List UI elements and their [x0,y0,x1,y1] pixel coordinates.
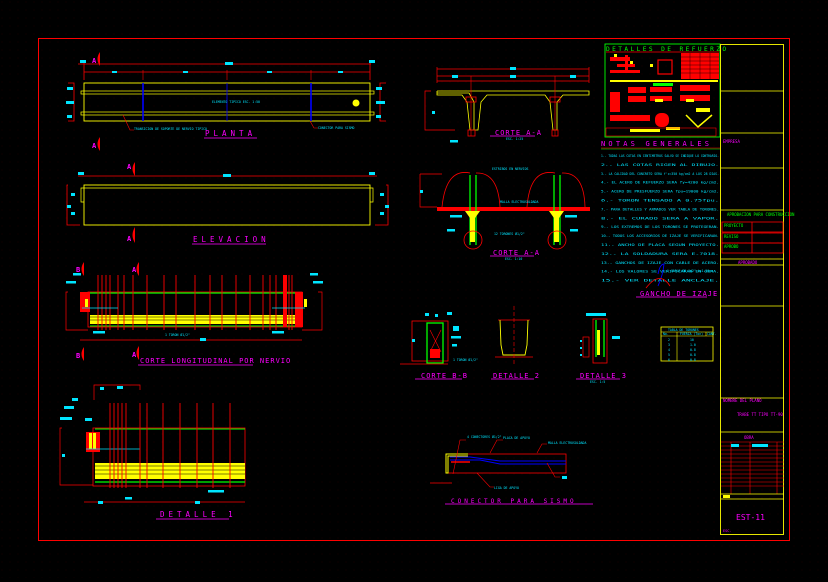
tendon-table-header: No. [663,332,669,336]
corte-long-note: 1 TORON Ø1/2" [165,332,190,337]
corte-a-a-scale: ESC. 1:25 [506,137,523,141]
elevacion-title: ELEVACION [193,235,270,244]
drawing-name: TRABE TT TIPO TT-90 [737,412,783,417]
project-label: OBRA [744,435,754,440]
corte-a-a-title: CORTE A-A [495,129,542,137]
table-cell: 0.8 [690,353,696,357]
view-detalle-2: DETALLE 2 [491,306,540,380]
table-cell: 2 [668,338,670,342]
notas-generales-title: NOTAS GENERALES [601,140,712,148]
planta-title: PLANTA [205,129,256,138]
view-detalle-3: DETALLE 3 ESC. 1:5 [576,313,627,384]
conector-sismo-title: CONECTOR PARA SISMO [451,498,577,505]
note-item: 6.- TORON TENSADO A 0.75fpu. [601,199,719,203]
approval-row: APROBO [724,244,739,249]
note-item: 5.- ACERO DE PRESFUERZO SERA fpu=19000 k… [601,190,719,194]
note-item: 4.- EL ACERO DE REFUERZO SERA fy=4200 kg… [601,181,719,185]
table-cell: 5 [668,353,670,357]
corte-b-b-title: CORTE B-B [421,372,468,380]
corte-longitudinal-title: CORTE LONGITUDINAL POR NERVIO [140,357,291,365]
drawing-name-label: NOMBRE DEL PLANO [723,398,762,403]
section-marker-a: A [92,57,97,65]
detalle-2-title: DETALLE 2 [493,372,540,380]
corte-a-a-callout-top: ESTRIBOS EN NERVIOS [492,167,529,171]
note-item: 13.- GANCHOS DE IZAJE CON CABLE DE ACERO… [601,261,719,265]
planta-note-center: ELEMENTO TIPICO ESC. 1:50 [212,100,260,104]
table-cell: 0.8 [690,358,696,362]
view-conector-sismo: 4 CONECTORES Ø1/2" PLACA DE APOYO MALLA … [430,434,593,505]
table-cell: 3 [668,343,670,347]
approval-row: PROYECTO [724,223,744,228]
corte-b-b-note: 1 TORON Ø1/2" [453,357,478,362]
note-item: 10.- TODOS LOS ACCESORIOS DE IZAJE SE VE… [601,234,719,238]
approval-row: REVISO [724,234,739,239]
title-block: EMPRESA APROBACION PARA CONSTRUCCION PRO… [720,44,795,535]
section-marker-a: A [127,163,132,171]
note-item: 9.- LOS EXTREMOS DE LOS TORONES SE PROTE… [601,225,719,229]
table-cell: 1.0 [690,343,696,347]
note-item: 14.- LOS VALORES SE VERIFICARAN EN OBRA. [601,270,719,274]
gancho-izaje-title: GANCHO DE IZAJE [640,290,718,298]
note-item: 1.- TODAS LAS COTAS EN CENTIMETROS SALVO… [601,154,719,158]
view-detalle-1: DETALLE 1 [59,384,246,520]
table-cell: 0.8 [690,348,696,352]
view-gancho-izaje: 1 CABLE DE 1/2" L=1.50 m GANCHO DE IZAJE [636,263,718,298]
conector-callout-1: 4 CONECTORES Ø1/2" [467,434,502,439]
tendon-table: TABLA DE TORONES No. FUERZA (Ton) CANT. … [660,326,717,362]
corte-a-a-title: CORTE A-A [493,249,540,257]
corte-a-a-mid-scale: ESC. 1:10 [505,257,522,261]
detalle-3-scale: ESC. 1:5 [590,380,605,384]
sheet-frame [38,38,790,541]
section-marker-b: B [76,352,80,360]
view-planta: TRANSICION DE SOPORTE DE NERVIO TIPICO E… [66,52,386,151]
table-cell: 6 [668,358,670,362]
corte-a-a-callout-bot: 12 TORONES Ø1/2" [494,231,525,236]
planta-note-right: CONECTOR PARA SISMO [318,126,355,130]
table-cell: 10 [690,338,694,342]
note-item: 2.- LAS COTAS RIGEN AL DIBUJO. [601,163,719,167]
gancho-note: 1 CABLE DE 1/2" L=1.50 m [667,269,713,273]
note-item: 12.- LA SOLDADURA SERA E-7018. [601,252,719,256]
detalle-1-title: DETALLE 1 [160,510,237,519]
view-corte-longitudinal: 1 TORON Ø1/2" B A B A CORTE LONGITUDINAL… [65,262,323,366]
conector-callout-3: MALLA ELECTROSOLDADA [548,441,586,445]
notas-generales: NOTAS GENERALES 1.- TODAS LAS COTAS EN C… [601,140,720,283]
section-marker-a: A [127,235,132,243]
view-corte-b-b: 1 TORON Ø1/2" CORTE B-B [400,312,478,380]
note-item: 3.- LA CALIDAD DEL CONCRETO SERA f'c=350… [601,172,719,176]
detalles-de-refuerzo: DETALLES DE REFUERZO [604,43,729,138]
section-marker-a: A [92,142,97,150]
conector-callout-2: PLACA DE APOYO [503,436,530,440]
tendon-table-header: FUERZA (Ton) [680,332,703,336]
view-corte-a-a-top: CORTE A-A ESC. 1:25 [424,67,590,143]
detalles-refuerzo-title: DETALLES DE REFUERZO [606,46,729,53]
corte-a-a-callout-mid: MALLA ELECTROSOLDADA [500,200,538,204]
section-marker-a: A [132,351,137,359]
view-corte-a-a-mid: ESTRIBOS EN NERVIOS MALLA ELECTROSOLDADA… [419,167,590,261]
note-item: 8.- EL CURADO SERA A VAPOR. [601,216,719,220]
planta-note-left: TRANSICION DE SOPORTE DE NERVIO TIPICO [134,127,207,131]
note-item: 11.- ANCHO DE PLACA SEGUN PROYECTO. [601,243,719,247]
company-label: EMPRESA [723,139,740,144]
scale-label: ESC. [723,529,731,533]
approval-title: APROBACION PARA CONSTRUCCION [727,212,795,217]
tendon-table-title: TABLA DE TORONES [668,328,699,332]
sheet-number: EST-11 [736,513,765,522]
conector-callout-4: LIGA DE APOYO [494,486,519,490]
section-marker-b: B [76,266,80,274]
detalle-3-title: DETALLE 3 [580,372,627,380]
view-elevacion: A A ELEVACION [66,162,389,245]
table-row: 2 10 [668,338,694,342]
table-cell: 4 [668,348,670,352]
note-item: 7.- PARA DETALLES Y ARMADOS VER TABLA DE… [601,207,719,211]
status-badge: APROBADO [738,260,758,265]
section-marker-a: A [132,266,137,274]
tendon-table-header: CANT. [707,332,717,336]
